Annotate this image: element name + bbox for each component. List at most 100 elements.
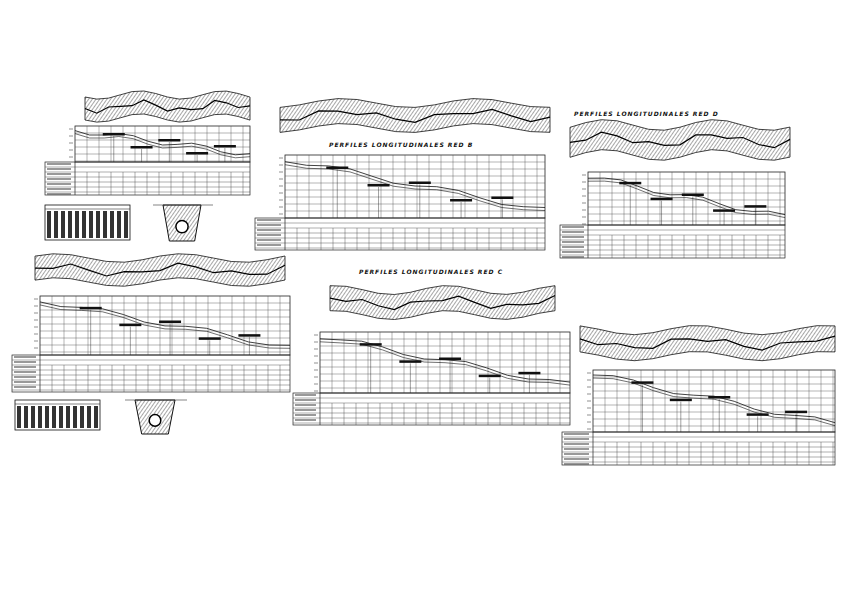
cad-line: [653, 370, 654, 432]
cad-line: [279, 214, 283, 215]
cad-line: [600, 172, 601, 225]
cad-line: [489, 155, 490, 218]
cad-line: [295, 419, 316, 420]
cad-line: [642, 384, 643, 432]
cad-line: [796, 414, 797, 432]
cad-line: [47, 183, 71, 184]
cad-line: [295, 394, 316, 395]
cad-line: [725, 370, 726, 432]
cad-line: [183, 172, 184, 195]
manhole-tag: [199, 337, 221, 340]
cad-line: [75, 154, 250, 155]
table-column: [54, 211, 58, 238]
cad-line: [677, 442, 678, 465]
cad-line: [293, 408, 570, 409]
cad-line: [40, 317, 290, 318]
cad-line: [648, 172, 649, 225]
cad-line: [756, 172, 757, 225]
data-table: [45, 162, 250, 195]
cad-line: [501, 155, 502, 218]
cad-line: [582, 175, 586, 176]
sheet-title: PERFILES LONGITUDINALES RED D: [573, 110, 720, 117]
cad-line: [368, 332, 369, 393]
cad-line: [587, 415, 591, 416]
manhole-tag: [785, 411, 807, 414]
cad-line: [636, 172, 637, 225]
cad-line: [14, 376, 36, 377]
cad-line: [255, 223, 545, 224]
cad-line: [40, 331, 290, 332]
cad-line: [111, 126, 112, 162]
plan-strip: [580, 326, 835, 361]
cad-line: [417, 228, 418, 250]
cad-line: [562, 246, 584, 247]
cad-line: [40, 338, 290, 339]
ground-line: [320, 339, 570, 382]
cad-line: [536, 332, 537, 393]
cad-line: [417, 155, 418, 218]
table-column: [103, 211, 107, 238]
cad-line: [314, 342, 318, 343]
cad-line: [701, 442, 702, 465]
cad-line: [285, 183, 545, 184]
table-column: [61, 211, 65, 238]
cad-line: [617, 442, 618, 465]
cad-line: [69, 136, 73, 137]
cad-line: [314, 335, 318, 336]
pipe-section: [149, 415, 161, 427]
pipe-line: [285, 165, 545, 211]
cad-line: [582, 210, 586, 211]
cad-line: [160, 365, 161, 392]
cad-line: [537, 155, 538, 218]
cad-line: [344, 403, 345, 425]
cad-line: [320, 388, 570, 389]
cad-line: [809, 442, 810, 465]
cad-line: [295, 404, 316, 405]
cad-line: [582, 196, 586, 197]
cad-line: [255, 238, 545, 239]
cad-line: [562, 437, 835, 438]
manhole-tag: [713, 209, 735, 212]
cad-line: [47, 188, 71, 189]
cad-line: [629, 442, 630, 465]
cad-line: [582, 189, 586, 190]
cad-line: [502, 200, 503, 219]
cad-line: [696, 172, 697, 225]
cad-line: [295, 399, 316, 400]
cad-line: [14, 356, 36, 357]
cad-line: [279, 186, 283, 187]
cad-line: [416, 403, 417, 425]
table-column: [17, 406, 21, 428]
cad-line: [461, 202, 462, 218]
table-column: [96, 211, 100, 238]
cad-line: [757, 416, 758, 432]
manhole-tag: [619, 182, 641, 185]
manhole-tag: [158, 139, 180, 142]
cad-line: [560, 235, 785, 236]
cad-line: [720, 172, 721, 225]
cad-line: [797, 370, 798, 432]
cad-line: [75, 162, 76, 195]
cad-line: [562, 452, 835, 453]
cad-line: [560, 240, 785, 241]
cad-line: [720, 235, 721, 258]
cad-line: [369, 228, 370, 250]
cad-line: [47, 178, 71, 179]
cad-line: [220, 365, 221, 392]
cad-line: [69, 150, 73, 151]
cad-line: [684, 235, 685, 258]
cad-line: [87, 126, 88, 162]
cad-line: [562, 231, 584, 232]
cad-line: [99, 126, 100, 162]
manhole-tag: [399, 360, 421, 363]
cad-line: [605, 442, 606, 465]
cad-line: [113, 136, 114, 162]
cad-line: [314, 391, 318, 392]
cad-line: [560, 250, 785, 251]
cad-line: [207, 126, 208, 162]
cad-line: [452, 403, 453, 425]
cad-line: [125, 400, 187, 401]
cad-line: [320, 393, 321, 425]
manhole-tag: [119, 324, 141, 327]
